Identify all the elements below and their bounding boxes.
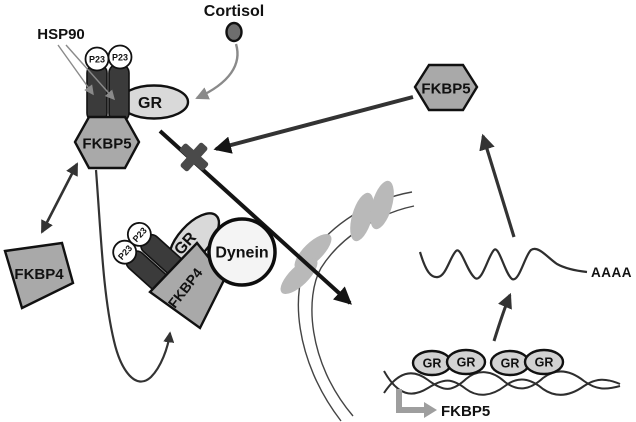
inhibition-cross-icon: [179, 142, 209, 172]
fkbp5-gene-label: FKBP5: [441, 403, 490, 420]
gr-label: GR: [457, 356, 476, 370]
cortisol-group: Cortisol: [195, 3, 264, 100]
hsp90-subunit: [108, 63, 130, 123]
hsp90-pointer-arrow: [65, 44, 115, 101]
dna-strand: [383, 370, 621, 396]
translation-arrow: [479, 133, 516, 238]
dynein-motor: [207, 217, 277, 287]
p23-protein: [126, 222, 152, 247]
promoter-arrow: [396, 389, 424, 413]
mrna-squiggle: [418, 247, 588, 281]
cortisol-molecule: [225, 21, 243, 43]
fkbp5-label: FKBP5: [421, 81, 470, 98]
gr-label: GR: [138, 95, 162, 112]
fkbp5-fkbp4-exchange-arrow: [40, 162, 79, 234]
gr-transcription-factor: [523, 348, 565, 376]
gr-label: GR: [501, 357, 520, 371]
fkbp5-protein: [73, 115, 141, 170]
p23-label: P23: [112, 53, 128, 63]
poly-a-tail-label: AAAA: [591, 265, 632, 280]
gr-dynein-transport-complex: P23 P23 GR FKBP4 Dynein: [112, 212, 277, 330]
dna-strand: [383, 370, 621, 394]
p23-protein: [107, 44, 133, 70]
fkbp5-inhibition-arrow: [213, 95, 414, 154]
dynein-label: Dynein: [215, 245, 268, 262]
promoter-arrowhead-icon: [424, 402, 437, 418]
transcription-arrow: [492, 292, 512, 342]
gr-transcription-factor: [445, 348, 487, 376]
fkbp4-swap-curve-arrow: [94, 169, 175, 383]
fkbp5-mrna: AAAA: [418, 247, 632, 281]
fkbp4-protein: [3, 241, 75, 310]
fkbp4-label: FKBP4: [14, 266, 64, 283]
cortisol-binding-arrow: [195, 43, 239, 100]
nuclear-pore: [370, 180, 394, 230]
cytoplasmic-gr-complex: P23 P23 GR FKBP5: [73, 44, 190, 170]
hsp90-label: HSP90: [37, 26, 85, 43]
nuclear-pore: [350, 192, 374, 242]
gr-label: GR: [535, 356, 554, 370]
gr-label: GR: [423, 357, 442, 371]
p23-label: P23: [89, 55, 105, 65]
fkbp5-protein: [413, 63, 479, 112]
fkbp5-label: FKBP5: [82, 136, 131, 153]
fkbp5-gene-locus: GR GR GR GR FKBP5: [383, 348, 621, 420]
cortisol-label: Cortisol: [204, 3, 264, 20]
hsp90-pointer-arrow: [57, 44, 94, 96]
